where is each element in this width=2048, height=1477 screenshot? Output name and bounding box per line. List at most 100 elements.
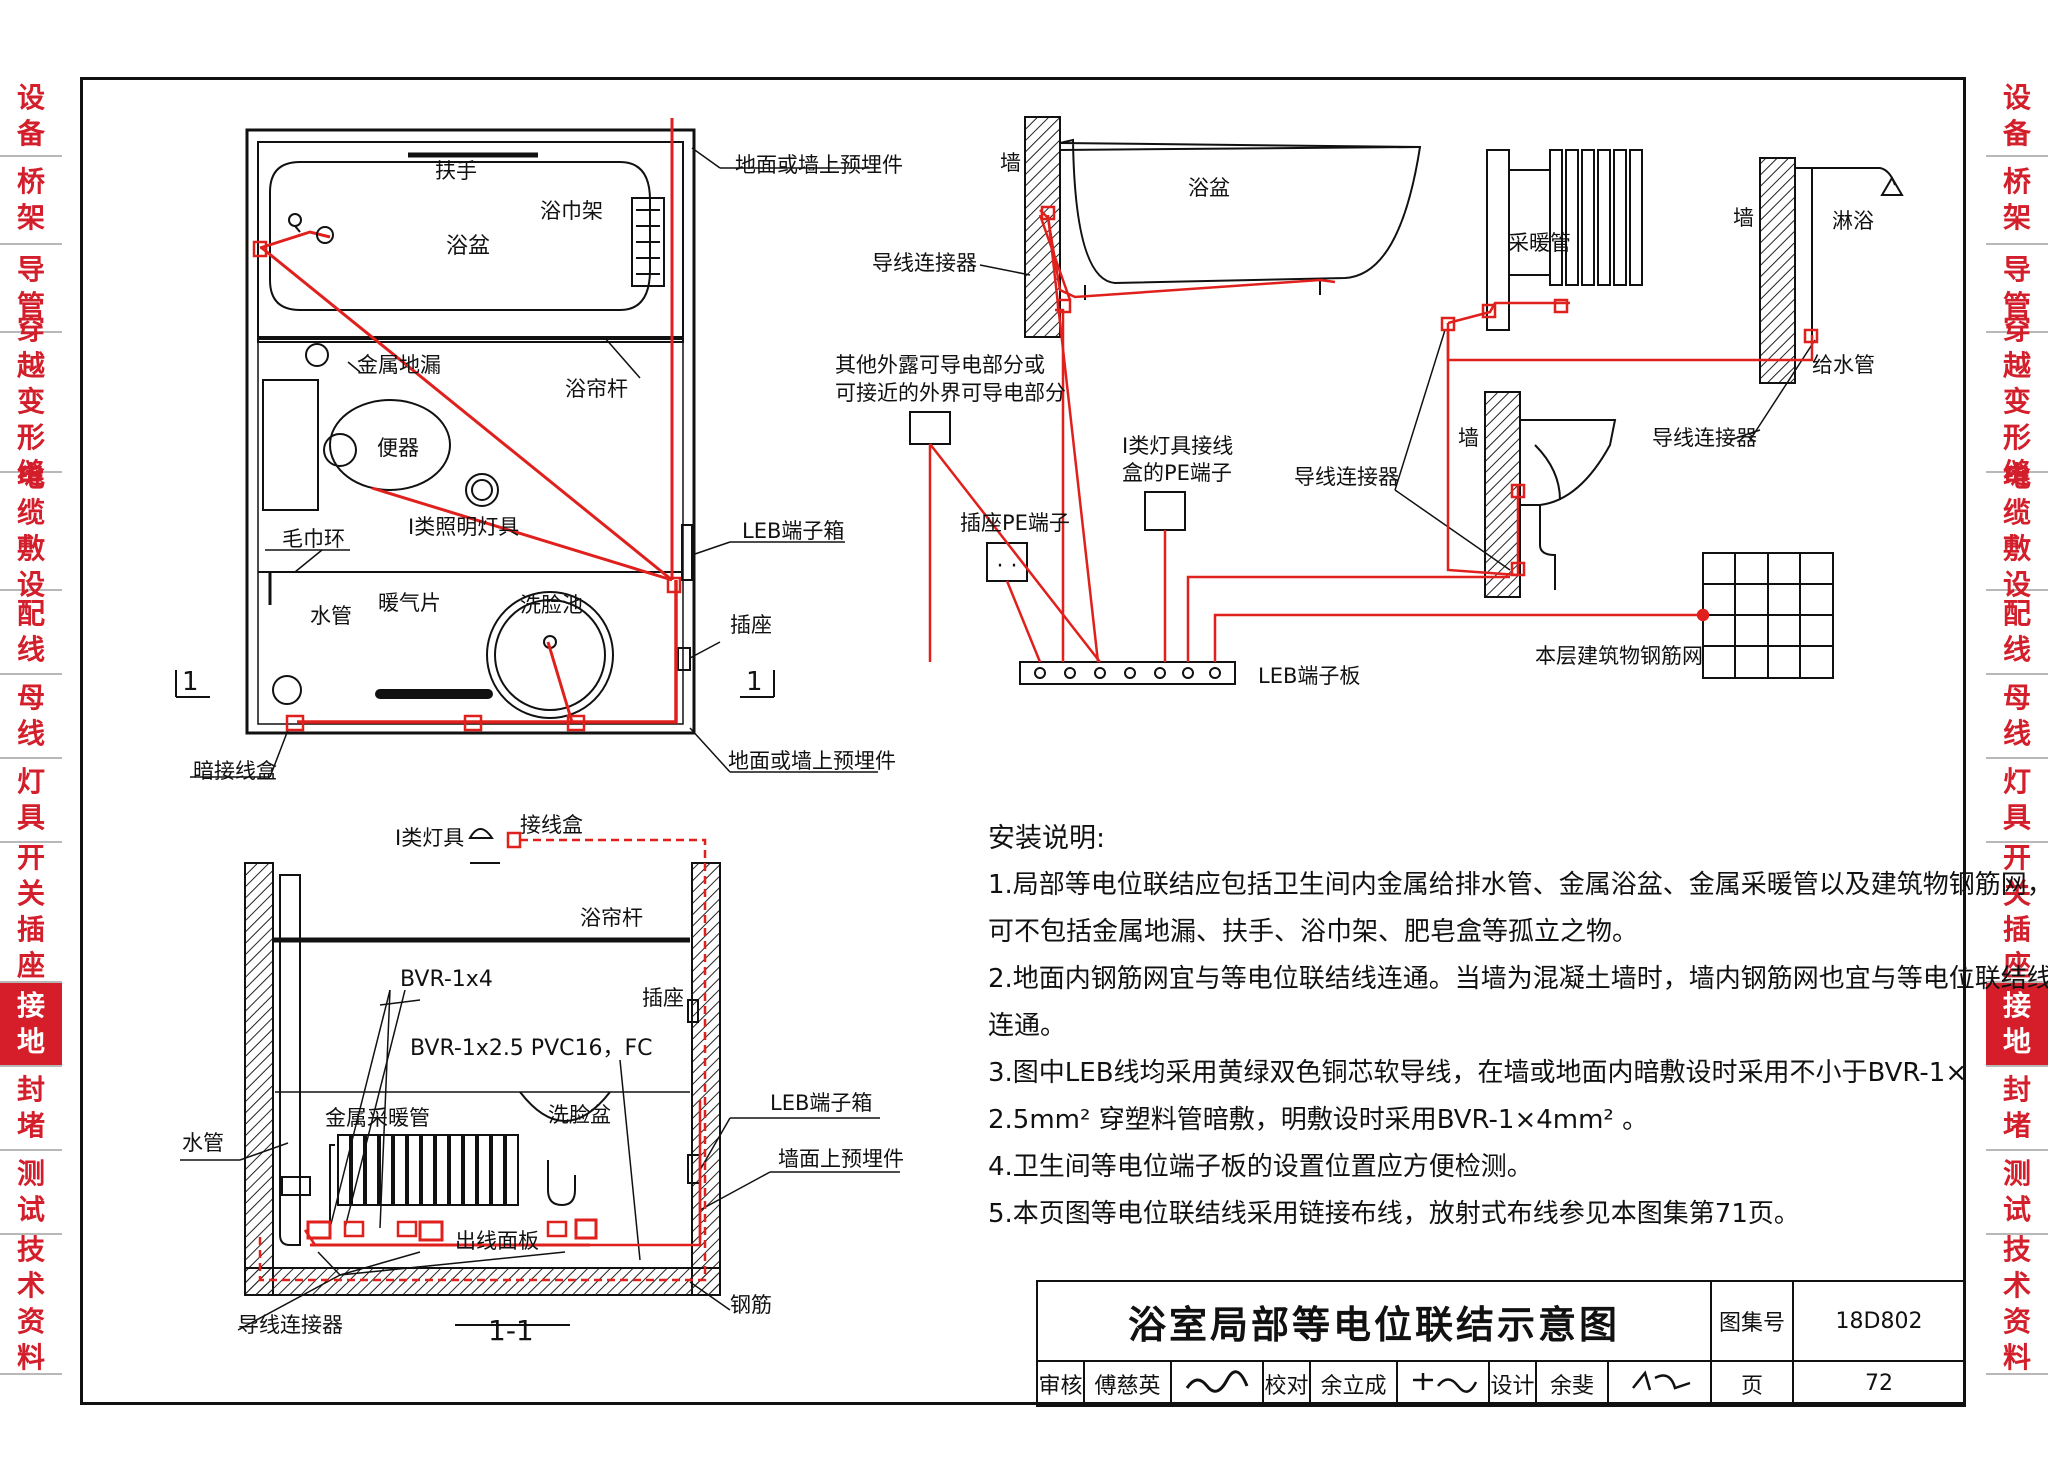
lbl-concealed-box: 暗接线盒 bbox=[193, 759, 277, 783]
lbl-lamp-pe2: 盒的PE端子 bbox=[1122, 461, 1232, 485]
side-tab-char: 配 bbox=[2002, 597, 2031, 630]
side-tab-char: 穿 bbox=[16, 313, 45, 346]
note-line: 2.地面内钢筋网宜与等电位联结线连通。当墙为混凝土墙时，墙内钢筋网也宜与等电位联… bbox=[988, 964, 2048, 994]
side-tab[interactable]: 导管 bbox=[1986, 245, 2048, 333]
lbl-towel-ring: 毛巾环 bbox=[282, 527, 345, 551]
side-tab[interactable]: 配线 bbox=[0, 591, 62, 675]
side-tab-char: 开 bbox=[2002, 841, 2031, 874]
side-tab-char: 具 bbox=[2002, 801, 2031, 834]
side-tab[interactable]: 测试 bbox=[0, 1151, 62, 1235]
side-tab[interactable]: 桥架 bbox=[0, 157, 62, 245]
side-tab[interactable]: 技术资料 bbox=[0, 1233, 62, 1375]
lbl-iso-wall3: 墙 bbox=[1458, 426, 1479, 450]
side-tab[interactable]: 开关插座 bbox=[1986, 841, 2048, 983]
lbl-other-parts2: 可接近的外界可导电部分 bbox=[835, 381, 1066, 405]
iso-wall-3 bbox=[1484, 391, 1521, 598]
side-tab[interactable]: 封堵 bbox=[0, 1067, 62, 1151]
socket bbox=[677, 647, 691, 671]
side-tab-char: 缆 bbox=[16, 496, 45, 529]
floor-slab bbox=[244, 1267, 721, 1296]
side-tab-char: 线 bbox=[16, 717, 45, 750]
side-tab-char: 架 bbox=[2002, 201, 2031, 234]
side-tab[interactable]: 测试 bbox=[1986, 1151, 2048, 1235]
lbl-outlet-panel: 出线面板 bbox=[455, 1229, 539, 1253]
section-view bbox=[180, 828, 900, 1331]
side-tab[interactable]: 母线 bbox=[0, 675, 62, 759]
side-tab-char: 资 bbox=[16, 1305, 45, 1338]
bathtub-shape bbox=[269, 161, 651, 311]
lbl-iso-connector1: 导线连接器 bbox=[872, 251, 977, 275]
side-tab-char: 技 bbox=[2002, 1233, 2031, 1266]
side-tab[interactable]: 设备 bbox=[0, 77, 62, 157]
side-tab-char: 备 bbox=[2002, 117, 2031, 150]
lbl-radiator: 暖气片 bbox=[378, 591, 441, 615]
side-tab[interactable]: 灯具 bbox=[0, 759, 62, 843]
iso-view: · · bbox=[909, 116, 1904, 685]
lbl-lamp: I类照明灯具 bbox=[408, 515, 519, 539]
side-tab[interactable]: 母线 bbox=[1986, 675, 2048, 759]
plan-outline bbox=[245, 128, 696, 735]
side-tab[interactable]: 穿越变形缝 bbox=[1986, 313, 2048, 490]
side-tab[interactable]: 技术资料 bbox=[1986, 1233, 2048, 1375]
side-tab[interactable]: 穿越变形缝 bbox=[0, 313, 62, 490]
note-line: 连通。 bbox=[988, 1011, 1067, 1041]
towel-rack bbox=[631, 197, 665, 287]
lbl-sec-lamp: I类灯具 bbox=[395, 826, 464, 850]
side-tab-char: 越 bbox=[16, 349, 45, 382]
note-line: 3.图中LEB线均采用黄绿双色铜芯软导线，在墙或地面内暗敷设时采用不小于BVR-… bbox=[988, 1058, 1968, 1088]
side-tab[interactable]: 设备 bbox=[1986, 77, 2048, 157]
side-tab-char: 变 bbox=[2002, 385, 2031, 418]
side-tab-char: 设 bbox=[16, 81, 45, 114]
lamp-pe-box bbox=[1144, 491, 1186, 531]
notes-title: 安装说明: bbox=[988, 823, 1106, 854]
iso-wall-1 bbox=[1024, 116, 1061, 338]
side-tab[interactable]: 灯具 bbox=[1986, 759, 2048, 843]
side-tab[interactable]: 封堵 bbox=[1986, 1067, 2048, 1151]
side-tab-char: 术 bbox=[2002, 1269, 2031, 1302]
side-tab[interactable]: 开关插座 bbox=[0, 841, 62, 983]
atlas-number: 18D802 bbox=[1792, 1280, 1966, 1362]
lbl-other-parts: 其他外露可导电部分或 bbox=[835, 353, 1045, 377]
side-tab-char: 接 bbox=[16, 989, 45, 1022]
lbl-bvr25: BVR-1x2.5 PVC16，FC bbox=[410, 1036, 652, 1061]
lbl-rebar: 钢筋 bbox=[730, 1293, 772, 1317]
side-tab-char: 线 bbox=[2002, 633, 2031, 666]
side-tab-char: 形 bbox=[16, 421, 45, 454]
left-wall bbox=[244, 862, 274, 1296]
lbl-section-left: 1 bbox=[182, 667, 199, 697]
lbl-sec-curtain: 浴帘杆 bbox=[580, 906, 643, 930]
side-tab[interactable]: 桥架 bbox=[1986, 157, 2048, 245]
design-signature bbox=[1607, 1360, 1712, 1407]
side-tab[interactable]: 导管 bbox=[0, 245, 62, 333]
lbl-section-right: 1 bbox=[746, 667, 763, 697]
side-tab[interactable]: 接地 bbox=[0, 983, 62, 1067]
lbl-bvr14: BVR-1x4 bbox=[400, 967, 493, 992]
checker: 余立成 bbox=[1309, 1360, 1398, 1407]
side-tab-char: 导 bbox=[2002, 253, 2031, 286]
lbl-shower: 淋浴 bbox=[1832, 209, 1874, 233]
side-tab-char: 座 bbox=[2002, 949, 2031, 982]
side-tab-char: 越 bbox=[2002, 349, 2031, 382]
side-tab[interactable]: 接地 bbox=[1986, 983, 2048, 1067]
side-tab[interactable]: 电缆敷设 bbox=[0, 460, 62, 601]
review-label: 审核 bbox=[1036, 1360, 1085, 1407]
shower-arm bbox=[1795, 167, 1896, 186]
side-tab-char: 封 bbox=[2002, 1073, 2031, 1106]
side-tab-char: 管 bbox=[2002, 289, 2031, 322]
iso-wiring bbox=[928, 205, 1819, 663]
note-line: 5.本页图等电位联结线采用链接布线，放射式布线参见本图集第71页。 bbox=[988, 1199, 1800, 1229]
side-tab-char: 座 bbox=[16, 949, 45, 982]
lbl-leb-board: LEB端子板 bbox=[1258, 664, 1360, 688]
lamp-circle bbox=[465, 473, 499, 507]
lbl-sec-basin: 洗脸盆 bbox=[548, 1103, 611, 1127]
note-line: 1.局部等电位联结应包括卫生间内金属给排水管、金属浴盆、金属采暖管以及建筑物钢筋… bbox=[988, 870, 2048, 900]
side-tab-char: 设 bbox=[2002, 568, 2031, 601]
page-number: 72 bbox=[1792, 1360, 1966, 1407]
check-signature bbox=[1396, 1360, 1490, 1407]
side-tab-char: 电 bbox=[2002, 460, 2031, 493]
side-tab-char: 测 bbox=[16, 1157, 45, 1190]
page-label: 页 bbox=[1710, 1360, 1794, 1407]
side-tab[interactable]: 电缆敷设 bbox=[1986, 460, 2048, 601]
side-tab[interactable]: 配线 bbox=[1986, 591, 2048, 675]
side-tab-char: 形 bbox=[2002, 421, 2031, 454]
